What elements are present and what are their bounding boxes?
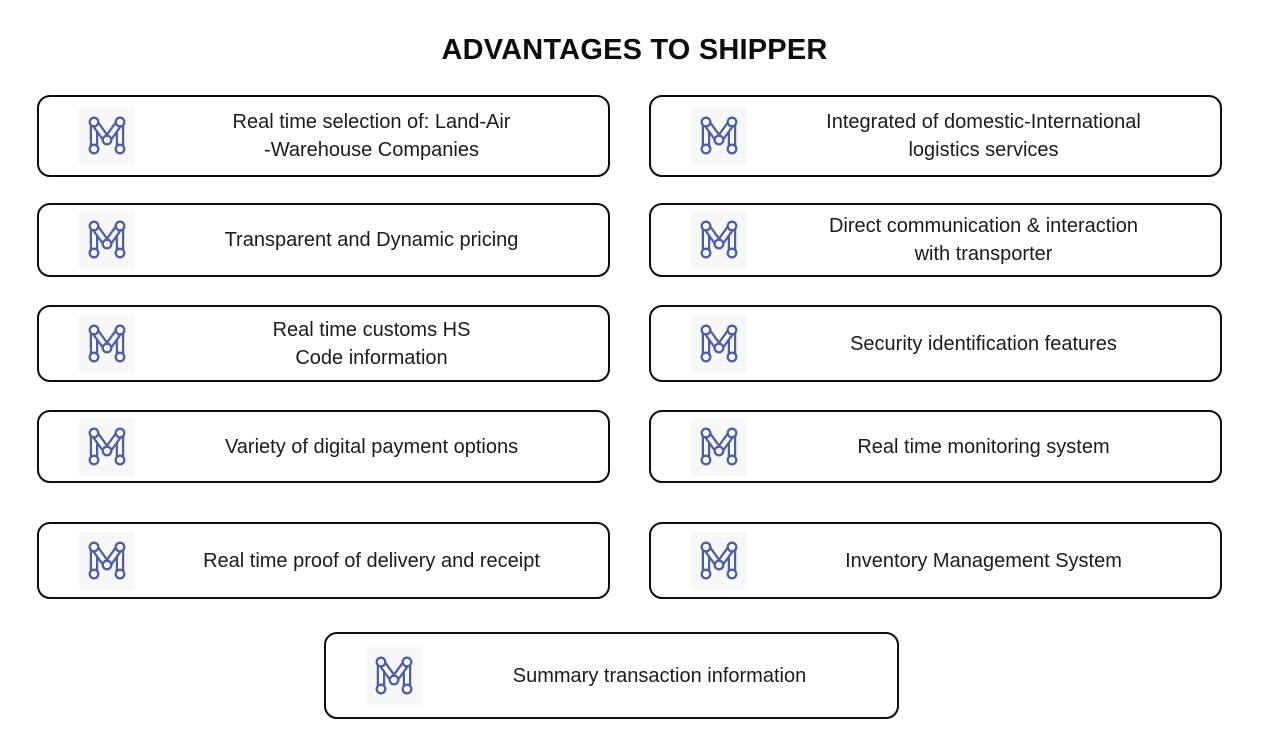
advantages-grid: Real time selection of: Land-Air -Wareho…	[0, 95, 1269, 719]
logo-m-icon	[366, 646, 422, 705]
row-1: Real time selection of: Land-Air -Wareho…	[37, 95, 1269, 177]
advantage-card: Variety of digital payment options	[37, 410, 610, 483]
logo-m-icon	[79, 211, 135, 269]
advantage-text: Inventory Management System	[845, 549, 1122, 572]
logo-m-icon	[691, 314, 747, 373]
advantage-card: Direct communication & interaction with …	[649, 203, 1222, 277]
advantage-card: Inventory Management System	[649, 522, 1222, 599]
page-title: ADVANTAGES TO SHIPPER	[441, 34, 828, 66]
row-3: Real time customs HS Code information Se…	[37, 305, 1269, 382]
logo-m-icon	[79, 531, 135, 590]
advantage-card: Real time selection of: Land-Air -Wareho…	[37, 95, 610, 177]
row-2: Transparent and Dynamic pricing Direct c…	[37, 203, 1269, 277]
logo-m-icon	[691, 417, 747, 476]
logo-m-icon	[79, 314, 135, 373]
advantage-text: Summary transaction information	[512, 664, 807, 687]
advantage-text: Real time customs HS Code information	[272, 318, 471, 369]
row-bottom: Summary transaction information	[37, 632, 1269, 719]
row-4: Variety of digital payment options Real …	[37, 410, 1269, 483]
advantage-text: Security identification features	[850, 332, 1117, 355]
logo-m-icon	[79, 417, 135, 476]
advantage-card: Summary transaction information	[324, 632, 899, 719]
advantage-text: Real time monitoring system	[857, 435, 1110, 458]
advantage-text: Real time selection of: Land-Air -Wareho…	[232, 111, 511, 161]
advantage-text: Integrated of domestic-International log…	[826, 111, 1141, 161]
advantage-card: Transparent and Dynamic pricing	[37, 203, 610, 277]
logo-m-icon	[691, 211, 747, 269]
advantage-text: Real time proof of delivery and receipt	[203, 549, 540, 572]
row-5: Real time proof of delivery and receipt …	[37, 522, 1269, 599]
advantage-text: Transparent and Dynamic pricing	[224, 229, 519, 251]
advantage-card: Real time proof of delivery and receipt	[37, 522, 610, 599]
logo-m-icon	[691, 531, 747, 590]
advantage-card: Security identification features	[649, 305, 1222, 382]
logo-m-icon	[691, 107, 747, 165]
advantage-card: Real time customs HS Code information	[37, 305, 610, 382]
advantage-text: Direct communication & interaction with …	[828, 215, 1138, 265]
logo-m-icon	[79, 107, 135, 165]
advantage-card: Real time monitoring system	[649, 410, 1222, 483]
advantage-text: Variety of digital payment options	[224, 435, 519, 458]
advantage-card: Integrated of domestic-International log…	[649, 95, 1222, 177]
